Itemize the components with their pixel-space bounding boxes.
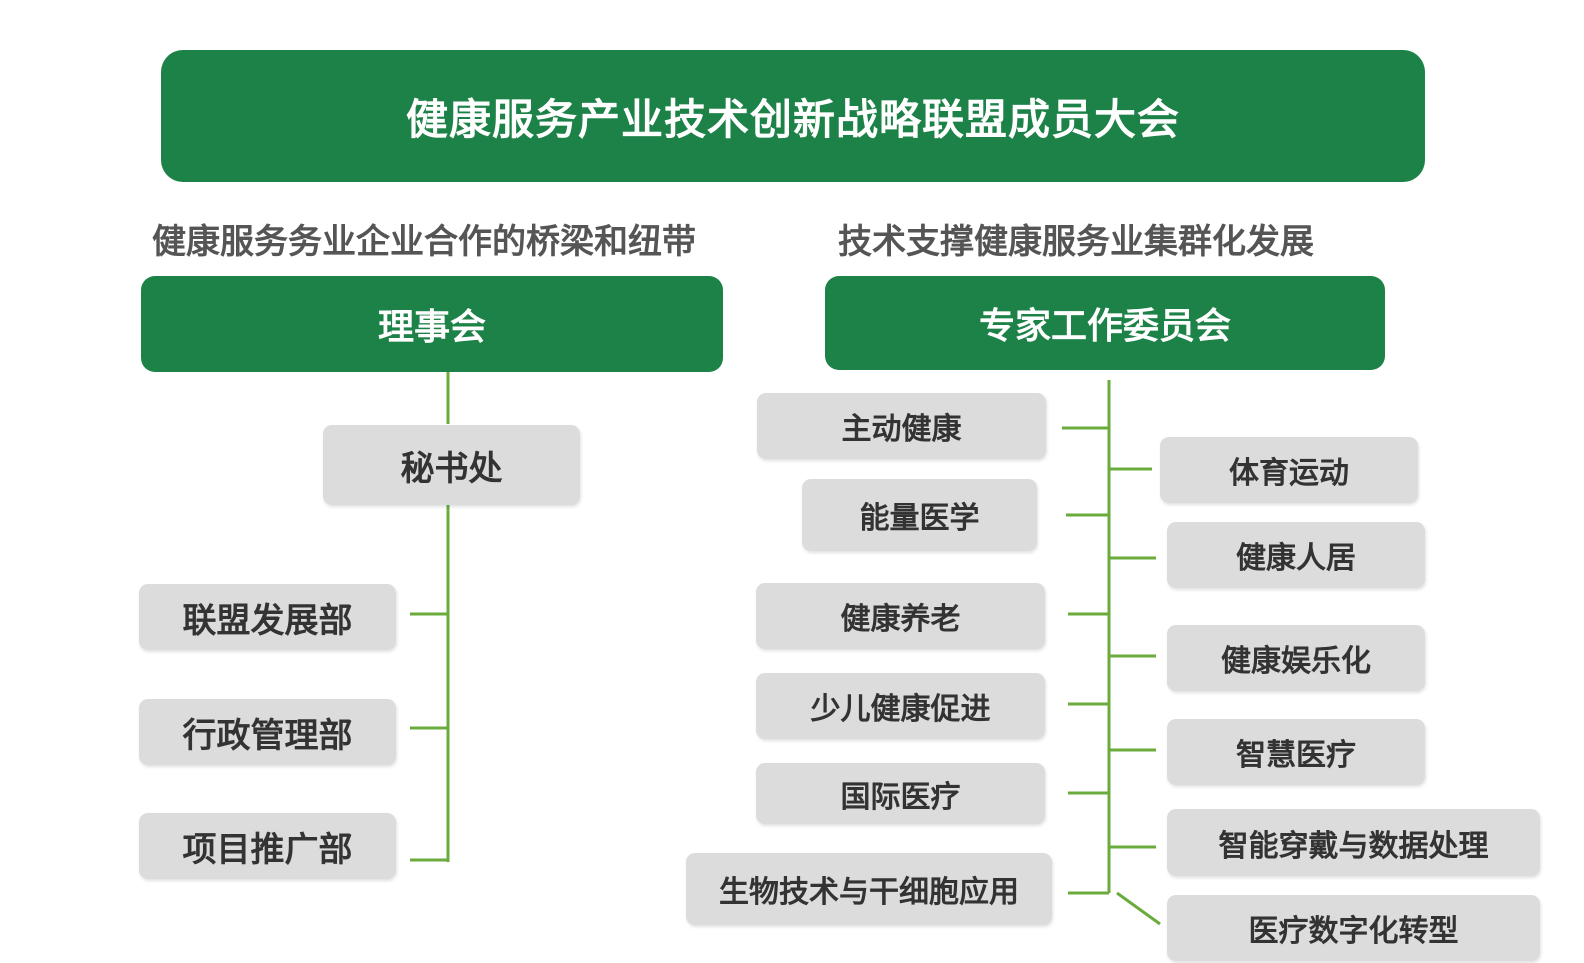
committee-box: 能量医学 [802,479,1037,551]
committee-label: 健康娱乐化 [1221,644,1371,679]
connector-line [1116,891,1161,926]
committee-box: 医疗数字化转型 [1167,895,1540,961]
secretariat-label: 秘书处 [400,448,503,489]
committee-box: 国际医疗 [756,763,1045,824]
left-subtitle: 健康服务务业企业合作的桥梁和纽带 [152,222,696,262]
committee-label: 智慧医疗 [1236,738,1356,773]
secretariat-box: 秘书处 [323,425,580,505]
committee-box: 健康养老 [756,583,1045,649]
council-label: 理事会 [377,307,486,348]
committee-label: 健康养老 [840,602,961,637]
department-label: 项目推广部 [182,829,353,870]
committee-label: 主动健康 [841,412,962,447]
committee-box: 主动健康 [757,393,1046,459]
committee-label: 少儿健康促进 [810,692,991,727]
committee-box: 智慧医疗 [1167,719,1425,785]
committee-label: 智能穿戴与数据处理 [1218,828,1489,864]
expert-committee-label: 专家工作委员会 [978,306,1231,347]
committee-label: 体育运动 [1229,456,1349,491]
committee-label: 医疗数字化转型 [1248,914,1459,949]
department-label: 行政管理部 [182,715,353,756]
committee-label: 健康人居 [1236,541,1356,576]
department-box: 联盟发展部 [139,584,396,650]
committee-label: 国际医疗 [840,779,961,815]
committee-box: 体育运动 [1160,437,1418,503]
expert-committee-box: 专家工作委员会 [825,276,1385,370]
assembly-title: 健康服务产业技术创新战略联盟成员大会 [405,94,1180,144]
committee-box: 健康娱乐化 [1167,625,1425,691]
committee-box: 生物技术与干细胞应用 [686,853,1052,925]
assembly-title-box: 健康服务产业技术创新战略联盟成员大会 [161,50,1425,182]
department-box: 项目推广部 [139,813,396,879]
department-label: 联盟发展部 [182,600,353,641]
department-box: 行政管理部 [139,699,396,765]
committee-box: 智能穿戴与数据处理 [1167,809,1540,876]
committee-label: 生物技术与干细胞应用 [719,875,1019,910]
right-subtitle: 技术支撑健康服务业集群化发展 [838,222,1314,262]
committee-box: 少儿健康促进 [756,673,1045,739]
committee-box: 健康人居 [1167,522,1425,588]
council-box: 理事会 [141,276,723,372]
committee-label: 能量医学 [859,501,980,536]
